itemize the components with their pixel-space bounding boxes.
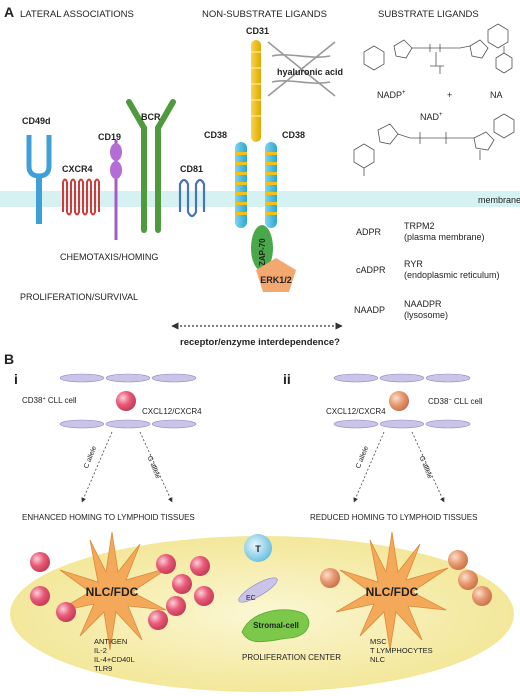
endothelium-left xyxy=(59,373,197,429)
bcr-label: BCR xyxy=(141,112,161,122)
left-list-item: TLR9 xyxy=(94,664,112,673)
left-list-item: ANTIGEN xyxy=(94,637,127,646)
target-naadpr: NAADPR xyxy=(404,299,442,309)
messenger-naadp: NAADP xyxy=(354,305,385,315)
nadp-structure xyxy=(363,23,509,74)
target-naadpr-location: (lysosome) xyxy=(404,310,448,320)
target-trpm2: TRPM2 xyxy=(404,221,435,231)
enhanced-homing-label: ENHANCED HOMING TO LYMPHOID TISSUES xyxy=(22,513,195,522)
g-allele-left-label: G allele xyxy=(146,455,161,480)
zap70-molecule xyxy=(251,225,273,271)
na-structure xyxy=(495,46,513,74)
proliferation-center-label: PROLIFERATION CENTER xyxy=(242,653,341,662)
t-cell-label: T xyxy=(255,544,261,554)
cd38-right-label: CD38 xyxy=(282,130,305,140)
panel-a-letter: A xyxy=(4,4,14,20)
cd38-positive-cll-cell xyxy=(116,391,136,411)
messenger-cadpr: cADPR xyxy=(356,265,386,275)
plus-sign: + xyxy=(447,90,452,100)
target-ryr-location: (endoplasmic reticulum) xyxy=(404,270,500,280)
cd81-receptor xyxy=(178,178,206,218)
bcr-receptor xyxy=(126,99,176,233)
header-non-substrate-ligands: NON-SUBSTRATE LIGANDS xyxy=(202,9,327,20)
panel-bii-label: ii xyxy=(283,371,291,387)
panel-bi-label: i xyxy=(14,371,18,387)
cd38-negative-cll-cell xyxy=(389,391,409,411)
hyaluronic-acid-label: hyaluronic acid xyxy=(277,67,343,77)
left-list-item: IL-2 xyxy=(94,646,107,655)
panel-b-letter: B xyxy=(4,351,14,367)
chemokine-label-left: CXCL12/CXCR4 xyxy=(142,407,202,416)
stromal-cell-label: Stromal-cell xyxy=(253,621,299,630)
cd38-positive-cell-label: CD38+ CLL cell xyxy=(22,396,77,405)
arrow-c-allele-right xyxy=(353,431,385,503)
zap70-label: ZAP-70 xyxy=(258,238,267,266)
target-trpm2-location: (plasma membrane) xyxy=(404,232,485,242)
cd19-receptor xyxy=(110,140,122,240)
cd38-negative-cell-label: CD38− CLL cell xyxy=(428,397,483,406)
right-list-item: T LYMPHOCYTES xyxy=(370,646,433,655)
nlc-fdc-left-label: NLC/FDC xyxy=(86,585,139,599)
cd19-label: CD19 xyxy=(98,132,121,142)
cd49d-receptor xyxy=(26,135,52,224)
ec-label: EC xyxy=(246,595,256,602)
na-label: NA xyxy=(490,90,503,100)
cd31-receptor xyxy=(251,40,261,142)
hyaluronic-acid-crossed xyxy=(267,41,336,97)
cd81-label: CD81 xyxy=(180,164,203,174)
proliferation-label: PROLIFERATION/SURVIVAL xyxy=(20,292,138,302)
membrane-label: membrane xyxy=(478,195,520,205)
arrow-g-allele-left xyxy=(139,431,173,503)
nlc-fdc-right-cell xyxy=(335,531,449,651)
nadp-label: NADP+ xyxy=(377,90,406,100)
header-lateral-associations: LATERAL ASSOCIATIONS xyxy=(20,9,134,20)
cxcr4-receptor xyxy=(62,178,100,216)
reduced-homing-label: REDUCED HOMING TO LYMPHOID TISSUES xyxy=(310,513,477,522)
cd31-label: CD31 xyxy=(246,26,269,36)
arrow-c-allele-left xyxy=(81,431,113,503)
cd38-negative-cells-cluster xyxy=(320,550,492,606)
c-allele-right-label: C allele xyxy=(355,445,370,469)
interdependence-label: receptor/enzyme interdependence? xyxy=(180,337,340,348)
endothelium-right xyxy=(333,373,471,429)
target-ryr: RYR xyxy=(404,259,423,269)
endothelial-cell xyxy=(238,577,278,603)
nad-structure xyxy=(353,113,515,176)
cxcr4-label: CXCR4 xyxy=(62,164,93,174)
nlc-fdc-right-label: NLC/FDC xyxy=(366,585,419,599)
cd38-dimer xyxy=(235,142,277,228)
nad-label: NAD+ xyxy=(420,112,443,122)
g-allele-right-label: G allele xyxy=(418,455,433,480)
erk-label: ERK1/2 xyxy=(260,275,292,285)
stromal-cell xyxy=(241,609,310,643)
membrane-band xyxy=(0,191,520,207)
t-lymphocyte xyxy=(244,534,272,562)
messenger-adpr: ADPR xyxy=(356,227,382,237)
left-list-item: IL-4+CD40L xyxy=(94,655,135,664)
arrow-g-allele-right xyxy=(411,431,445,503)
chemokine-label-right: CXCL12/CXCR4 xyxy=(326,407,386,416)
c-allele-left-label: C allele xyxy=(83,445,98,469)
cd38-positive-cells-cluster xyxy=(30,552,214,630)
right-list-item: NLC xyxy=(370,655,386,664)
chemotaxis-label: CHEMOTAXIS/HOMING xyxy=(60,252,158,262)
erk-molecule xyxy=(256,258,296,292)
header-substrate-ligands: SUBSTRATE LIGANDS xyxy=(378,9,479,20)
right-list-item: MSC xyxy=(370,637,387,646)
cd38-left-label: CD38 xyxy=(204,130,227,140)
cd49d-label: CD49d xyxy=(22,116,51,126)
